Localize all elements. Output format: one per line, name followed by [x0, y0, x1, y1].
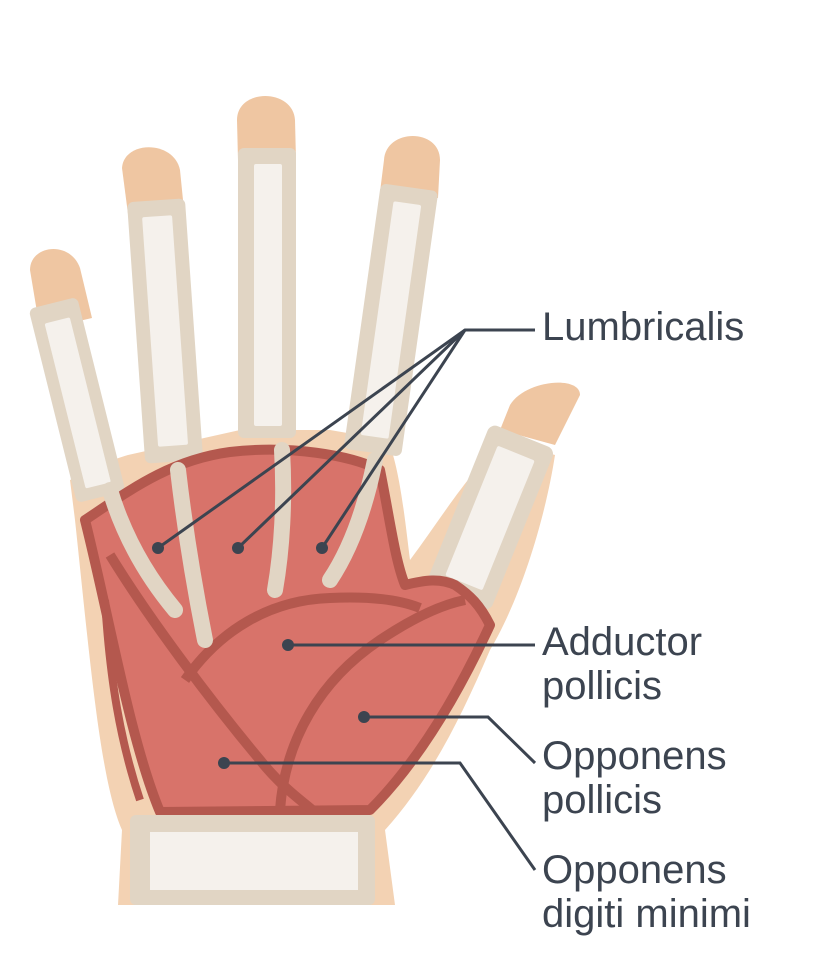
opponens-pollicis-boundary — [275, 595, 467, 811]
adductor-boundary — [180, 592, 422, 683]
wrist-band — [130, 815, 375, 905]
opponens-pollicis-dot — [358, 711, 370, 723]
hypothenar-boundary — [105, 552, 319, 816]
label-opponens-digiti-line2: digiti minimi — [542, 892, 751, 936]
lumbricalis-dot-3 — [316, 542, 328, 554]
label-opponens-digiti-minimi: Opponens digiti minimi — [542, 848, 751, 936]
ring-finger — [122, 147, 203, 464]
opponens-digiti-inner — [101, 599, 144, 802]
adductor-pollicis-dot — [282, 639, 294, 651]
label-opponens-pollicis-line2: pollicis — [542, 778, 663, 822]
flexor-tendons — [102, 442, 383, 648]
lumbricalis-dot-1 — [152, 542, 164, 554]
opponens-digiti-minimi-dot — [218, 757, 230, 769]
label-adductor-pollicis: Adductor pollicis — [542, 620, 702, 708]
lumbricalis-leader-2 — [236, 328, 467, 550]
label-lumbricalis: Lumbricalis — [542, 305, 744, 349]
label-adductor-line2: pollicis — [542, 664, 663, 708]
lumbricalis-leader-3 — [320, 329, 467, 549]
little-finger — [29, 249, 125, 502]
middle-finger — [237, 96, 296, 438]
label-adductor-line1: Adductor — [542, 620, 703, 664]
label-opponens-pollicis-line1: Opponens — [542, 734, 727, 778]
label-opponens-digiti-line1: Opponens — [542, 848, 727, 892]
lumbricalis-dot-2 — [232, 542, 244, 554]
thumb — [427, 382, 580, 610]
leader-dots — [152, 542, 370, 769]
index-finger — [344, 136, 440, 456]
leader-lines — [157, 328, 537, 871]
opponens-pollicis-leader — [364, 715, 537, 765]
label-lumbricalis-text: Lumbricalis — [542, 305, 745, 349]
opponens-digiti-minimi-leader — [224, 761, 537, 871]
label-opponens-pollicis: Opponens pollicis — [542, 734, 727, 822]
